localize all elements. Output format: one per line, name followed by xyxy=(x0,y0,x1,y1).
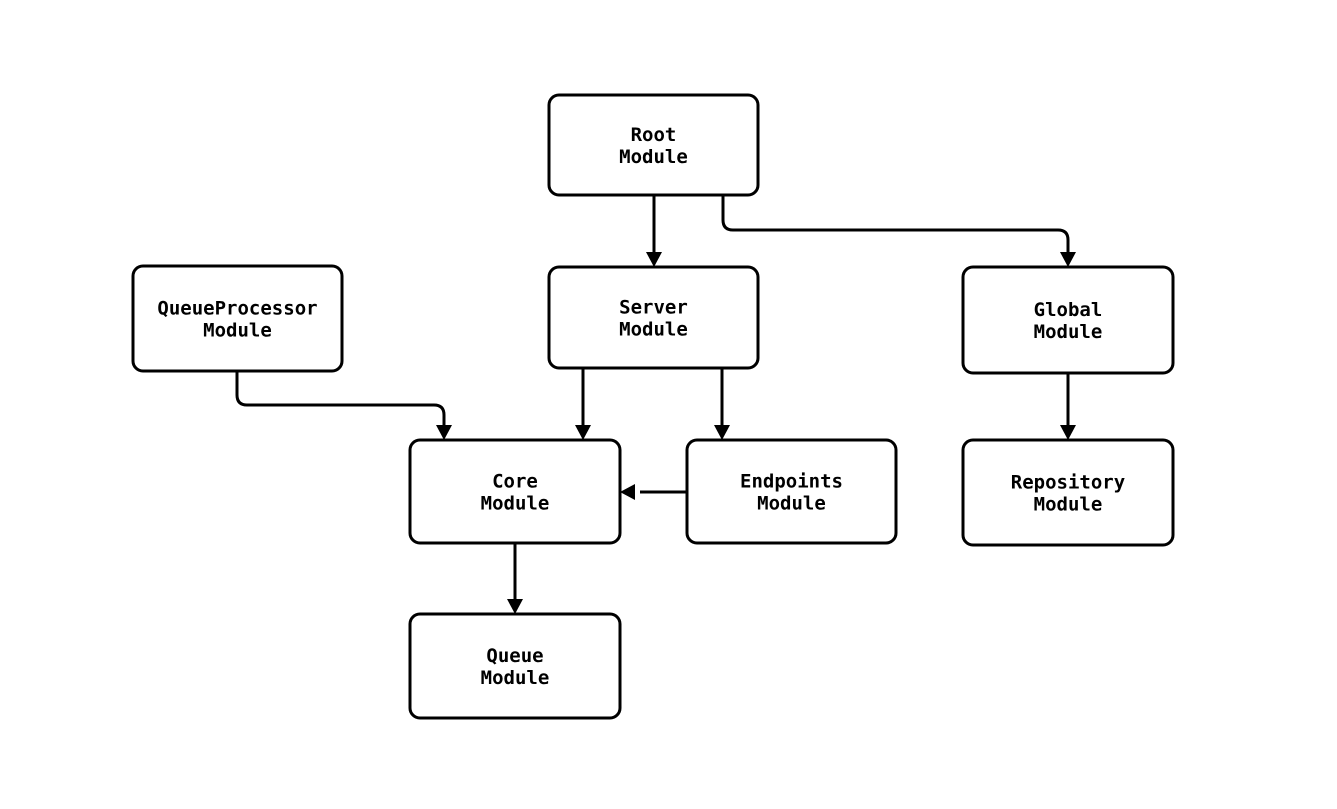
repository-module-node-box[interactable] xyxy=(961,438,1175,547)
edge-layer xyxy=(235,195,1076,614)
root-module-node-label-line2: Module xyxy=(619,146,688,168)
edge-server-to-endpoints-arrowhead xyxy=(714,425,730,440)
edge-root-to-server xyxy=(646,195,662,267)
server-module-node-label-line2: Module xyxy=(619,318,688,340)
edge-server-to-endpoints xyxy=(714,368,730,440)
repository-module-node-label-line2: Module xyxy=(1034,493,1103,515)
edge-endpoints-to-core-arrowhead xyxy=(620,484,635,500)
root-module-node-box[interactable] xyxy=(547,93,760,197)
root-module-node-label-line1: Root xyxy=(631,124,677,146)
queue-module-node-label-line1: Queue xyxy=(486,645,543,667)
queueprocessor-module-node-label-line2: Module xyxy=(203,319,272,341)
edge-global-to-repository xyxy=(1060,373,1076,440)
global-module-node-label-line2: Module xyxy=(1034,321,1103,343)
edge-core-to-queue-arrowhead xyxy=(507,599,523,614)
global-module-node-label-line1: Global xyxy=(1034,299,1103,321)
edge-root-to-global-line xyxy=(721,195,1070,252)
edge-core-to-queue xyxy=(507,543,523,614)
core-module-node-box[interactable] xyxy=(408,438,622,545)
queue-module-node-box[interactable] xyxy=(408,612,622,720)
edge-queueprocessor-to-core-arrowhead xyxy=(436,425,452,440)
endpoints-module-node-label-line1: Endpoints xyxy=(740,470,843,492)
core-module-node-label-line1: Core xyxy=(492,470,538,492)
edge-queueprocessor-to-core-line xyxy=(235,371,446,425)
edge-server-to-core xyxy=(575,368,591,440)
server-module-node-box[interactable] xyxy=(547,265,760,370)
queueprocessor-module-node-box[interactable] xyxy=(131,264,344,373)
edge-root-to-global-arrowhead xyxy=(1060,252,1076,267)
core-module-node-label-line2: Module xyxy=(481,492,550,514)
repository-module-node-label-line1: Repository xyxy=(1011,471,1125,493)
edge-root-to-global xyxy=(721,195,1076,267)
edge-server-to-core-arrowhead xyxy=(575,425,591,440)
edge-endpoints-to-core xyxy=(620,484,687,500)
edge-root-to-server-arrowhead xyxy=(646,252,662,267)
edge-queueprocessor-to-core xyxy=(235,371,452,440)
queue-module-node-label-line2: Module xyxy=(481,667,550,689)
endpoints-module-node-box[interactable] xyxy=(685,438,898,545)
endpoints-module-node-label-line2: Module xyxy=(757,492,826,514)
edge-global-to-repository-arrowhead xyxy=(1060,425,1076,440)
queueprocessor-module-node-label-line1: QueueProcessor xyxy=(157,297,317,319)
server-module-node-label-line1: Server xyxy=(619,296,688,318)
global-module-node-box[interactable] xyxy=(961,265,1175,375)
